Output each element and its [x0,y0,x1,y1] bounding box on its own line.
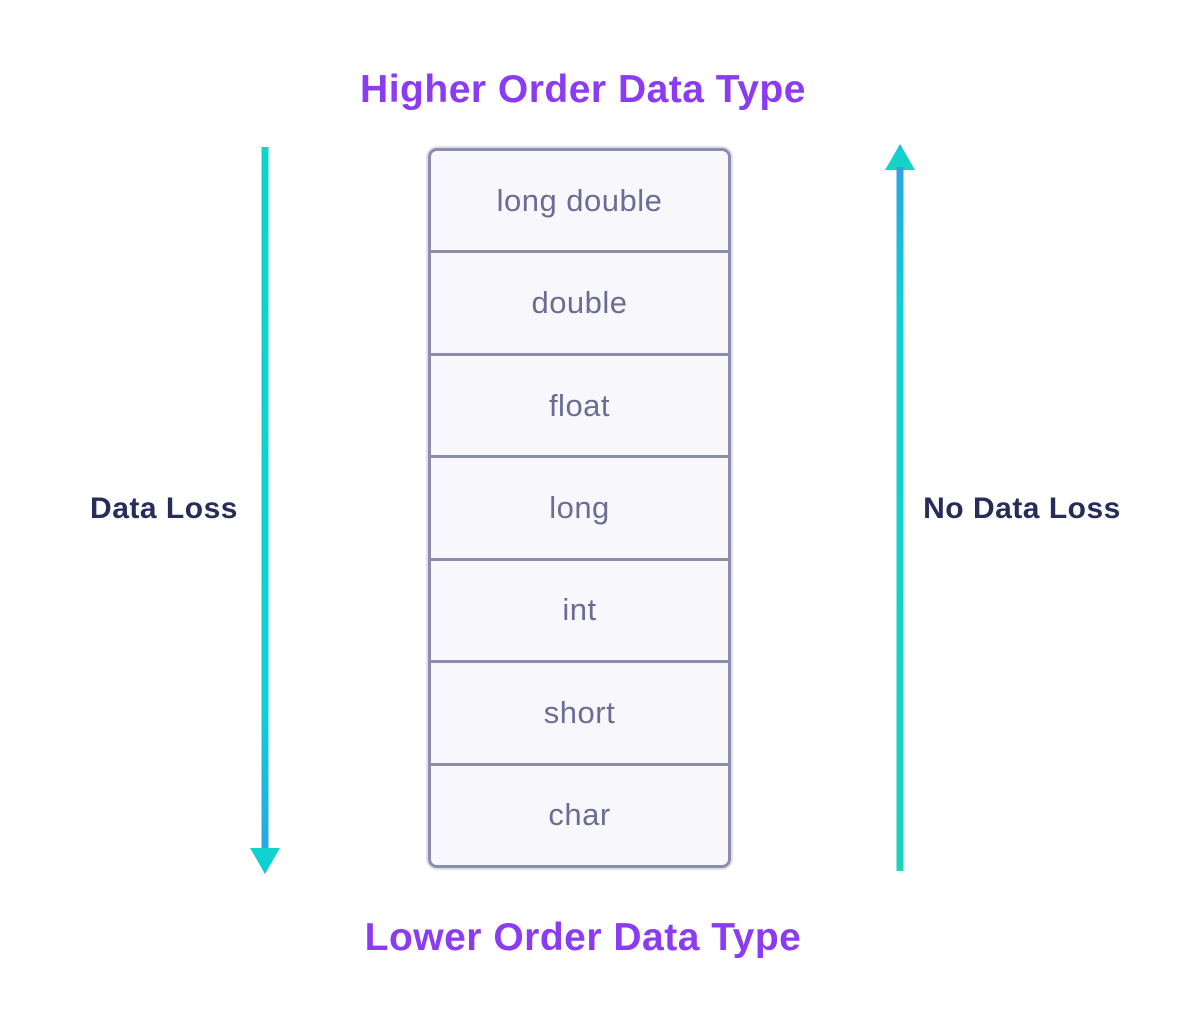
data-type-cell: char [548,797,611,833]
down-arrow-icon [250,147,280,874]
data-type-stack: long double double float long int short … [428,148,731,868]
data-type-cell: double [431,253,728,356]
higher-order-title: Higher Order Data Type [360,68,806,111]
data-type-cell: long double [431,151,728,254]
data-type-cell: float [431,356,728,459]
up-arrow-icon [885,144,915,871]
data-loss-label: Data Loss [90,492,238,525]
data-type-cell: int [431,561,728,664]
lower-order-title: Lower Order Data Type [364,916,802,959]
data-type-cell: short [431,663,728,766]
no-data-loss-label: No Data Loss [923,492,1121,525]
data-type-cell: long [431,458,728,561]
